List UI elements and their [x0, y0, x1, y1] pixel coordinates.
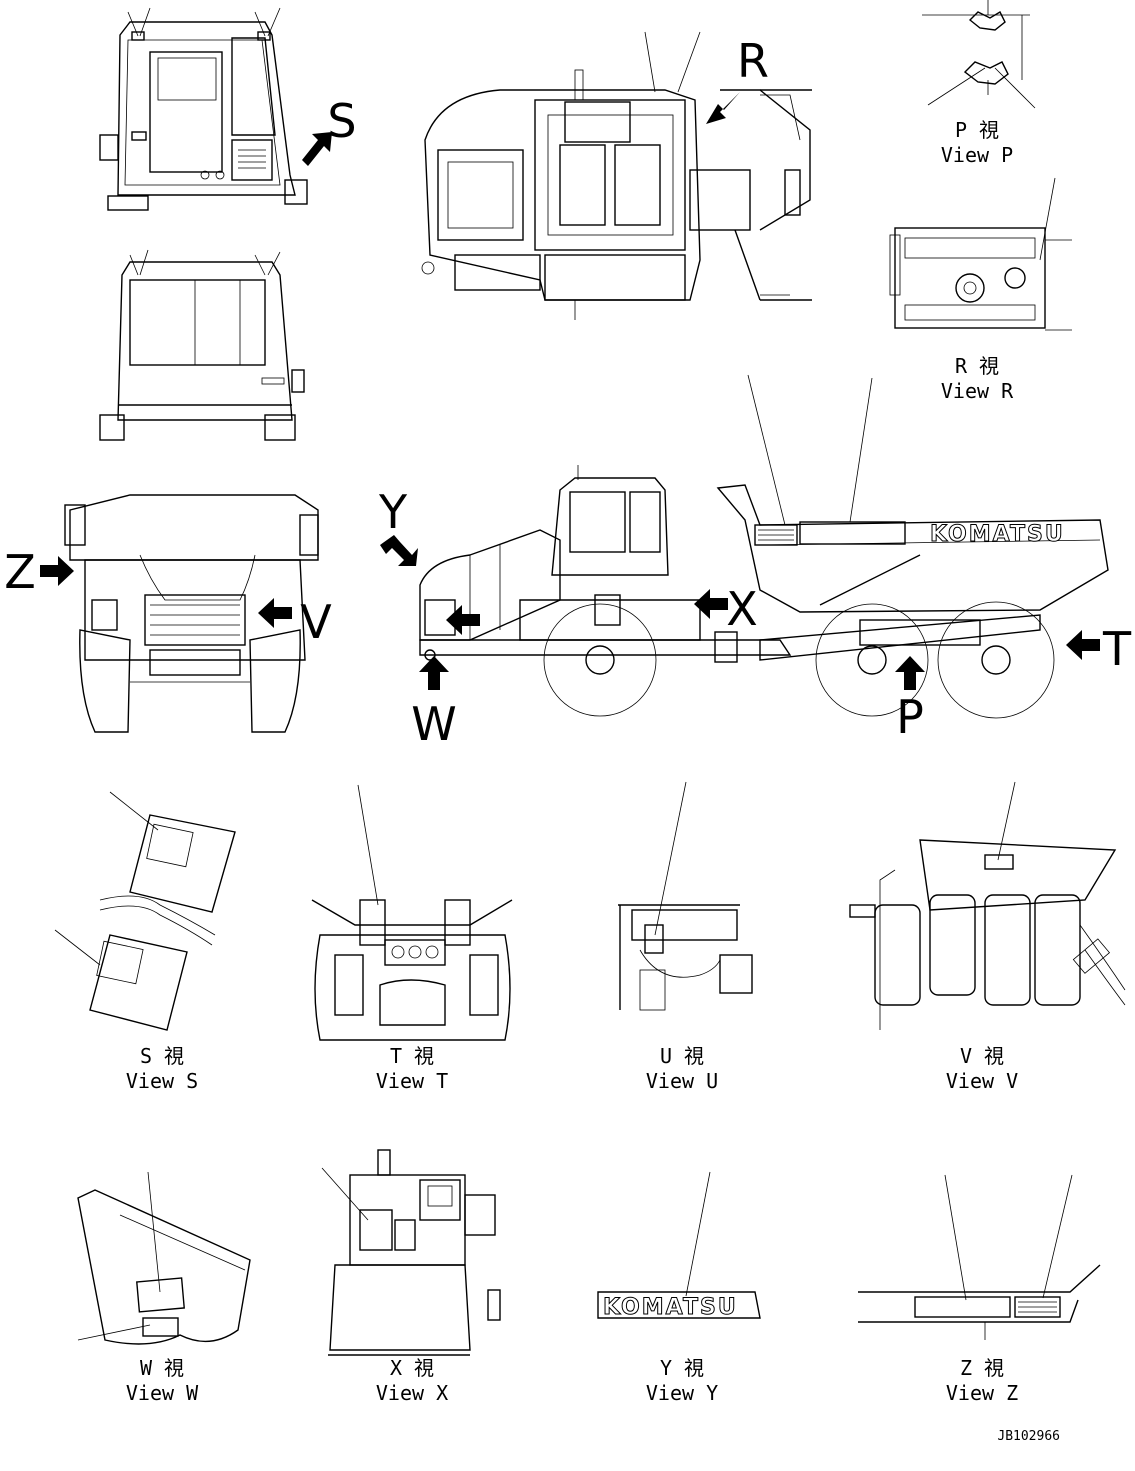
letter-r: R	[737, 34, 769, 88]
view-v-detail	[849, 781, 1126, 1030]
view-p-detail	[922, 0, 1036, 109]
letter-v: V	[300, 595, 332, 649]
arrow-w-icon	[419, 656, 449, 690]
arrow-x-icon	[694, 589, 728, 619]
truck-front-view	[64, 494, 319, 733]
view-y-detail: KOMATSU	[597, 1171, 761, 1321]
arrow-p-icon	[895, 656, 925, 690]
view-r-en: View R	[941, 379, 1014, 403]
view-y-jp: Y 視	[660, 1356, 704, 1380]
arrow-s-icon	[302, 132, 332, 166]
view-u-jp: U 視	[660, 1044, 704, 1068]
view-z-detail	[858, 1174, 1101, 1340]
view-r-jp: R 視	[955, 354, 999, 378]
letter-s: S	[327, 94, 356, 148]
view-t-jp: T 視	[390, 1044, 434, 1068]
arrow-t-icon	[1066, 630, 1100, 660]
letter-x: X	[726, 582, 758, 636]
view-u-detail	[618, 781, 753, 1011]
view-t-detail	[311, 784, 513, 1041]
letter-w: W	[411, 697, 456, 751]
arrow-v-icon	[258, 598, 292, 628]
cab-side-view	[99, 7, 308, 211]
drawing-code: JB102966	[997, 1429, 1060, 1444]
view-x-en: View X	[376, 1381, 448, 1405]
view-w-en: View W	[126, 1381, 199, 1405]
arrow-u-icon	[446, 605, 480, 635]
view-r-detail	[889, 177, 1072, 331]
view-p-jp: P 視	[955, 118, 999, 142]
view-z-en: View Z	[946, 1381, 1018, 1405]
view-w-detail	[77, 1171, 251, 1345]
arrow-y-icon	[380, 535, 418, 566]
view-t-en: View T	[376, 1069, 448, 1093]
view-x-jp: X 視	[390, 1356, 434, 1380]
view-s-jp: S 視	[140, 1044, 184, 1068]
view-s-en: View S	[126, 1069, 198, 1093]
view-z-jp: Z 視	[960, 1356, 1004, 1380]
view-s-detail	[54, 791, 236, 1031]
truck-side-view: KOMATSU	[419, 374, 1109, 719]
view-u-en: View U	[646, 1069, 718, 1093]
view-p-en: View P	[941, 143, 1013, 167]
cab-rear-view	[99, 249, 305, 441]
letter-p: P	[896, 690, 924, 744]
letter-t: T	[1102, 622, 1132, 676]
letter-z: Z	[4, 545, 36, 599]
body-logo-text: KOMATSU	[930, 522, 1065, 547]
view-v-en: View V	[946, 1069, 1018, 1093]
view-y-logo-text: KOMATSU	[603, 1295, 738, 1320]
arrow-z-icon	[40, 556, 74, 586]
view-v-jp: V 視	[960, 1044, 1004, 1068]
view-x-detail	[321, 1149, 501, 1356]
view-w-jp: W 視	[140, 1356, 184, 1380]
truck-top-view	[421, 31, 812, 320]
view-y-en: View Y	[646, 1381, 718, 1405]
letter-y: Y	[378, 485, 408, 539]
arrow-r-icon	[706, 92, 740, 124]
